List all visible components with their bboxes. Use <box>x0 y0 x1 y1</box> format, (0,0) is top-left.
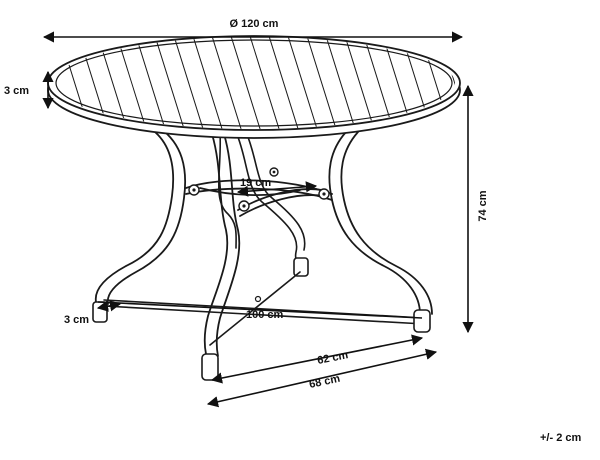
outer-base-label: 68 cm <box>308 373 341 391</box>
table-slat <box>325 37 357 129</box>
leg-front-center <box>201 133 241 381</box>
ring-gap-label: 19 cm <box>240 177 271 189</box>
leg-front-left <box>92 127 187 323</box>
top-thickness-label: 3 cm <box>4 85 29 97</box>
table-slat <box>268 37 300 129</box>
inner-base-label: 62 cm <box>316 349 349 367</box>
table-slat <box>230 37 262 129</box>
outer-base-line <box>206 348 438 408</box>
table-slat <box>135 37 167 129</box>
table-slat <box>192 37 224 129</box>
foot-front-right <box>413 309 431 333</box>
ring-gap-line <box>236 181 318 197</box>
span-label: 100 cm <box>246 309 284 321</box>
diameter-label: Ø 120 cm <box>230 18 279 30</box>
dimension-lines <box>42 31 474 408</box>
leg-front-right <box>328 131 433 333</box>
height-label: 74 cm <box>477 190 489 221</box>
table-illustration <box>47 35 489 381</box>
span-line <box>97 301 423 319</box>
table-slat <box>173 37 205 129</box>
table-slat <box>459 36 489 132</box>
table-slat <box>249 37 281 129</box>
table-slat <box>287 37 319 129</box>
table-slat <box>211 37 243 129</box>
tolerance-label: +/- 2 cm <box>540 432 581 444</box>
foot-front-left <box>92 301 108 323</box>
back-right-foot <box>293 257 309 277</box>
table-slat <box>363 37 395 129</box>
dimension-labels: Ø 120 cm 74 cm 3 cm 19 cm 100 cm 3 cm 62… <box>4 18 581 444</box>
foot-front-center <box>201 353 219 381</box>
table-slat <box>154 37 186 129</box>
table-top <box>47 35 489 139</box>
foot-label: 3 cm <box>64 314 89 326</box>
table-slat <box>116 37 148 129</box>
foot-line <box>96 300 122 312</box>
table-slat <box>306 37 338 129</box>
table-slat <box>344 37 376 129</box>
back-legs <box>217 131 309 277</box>
